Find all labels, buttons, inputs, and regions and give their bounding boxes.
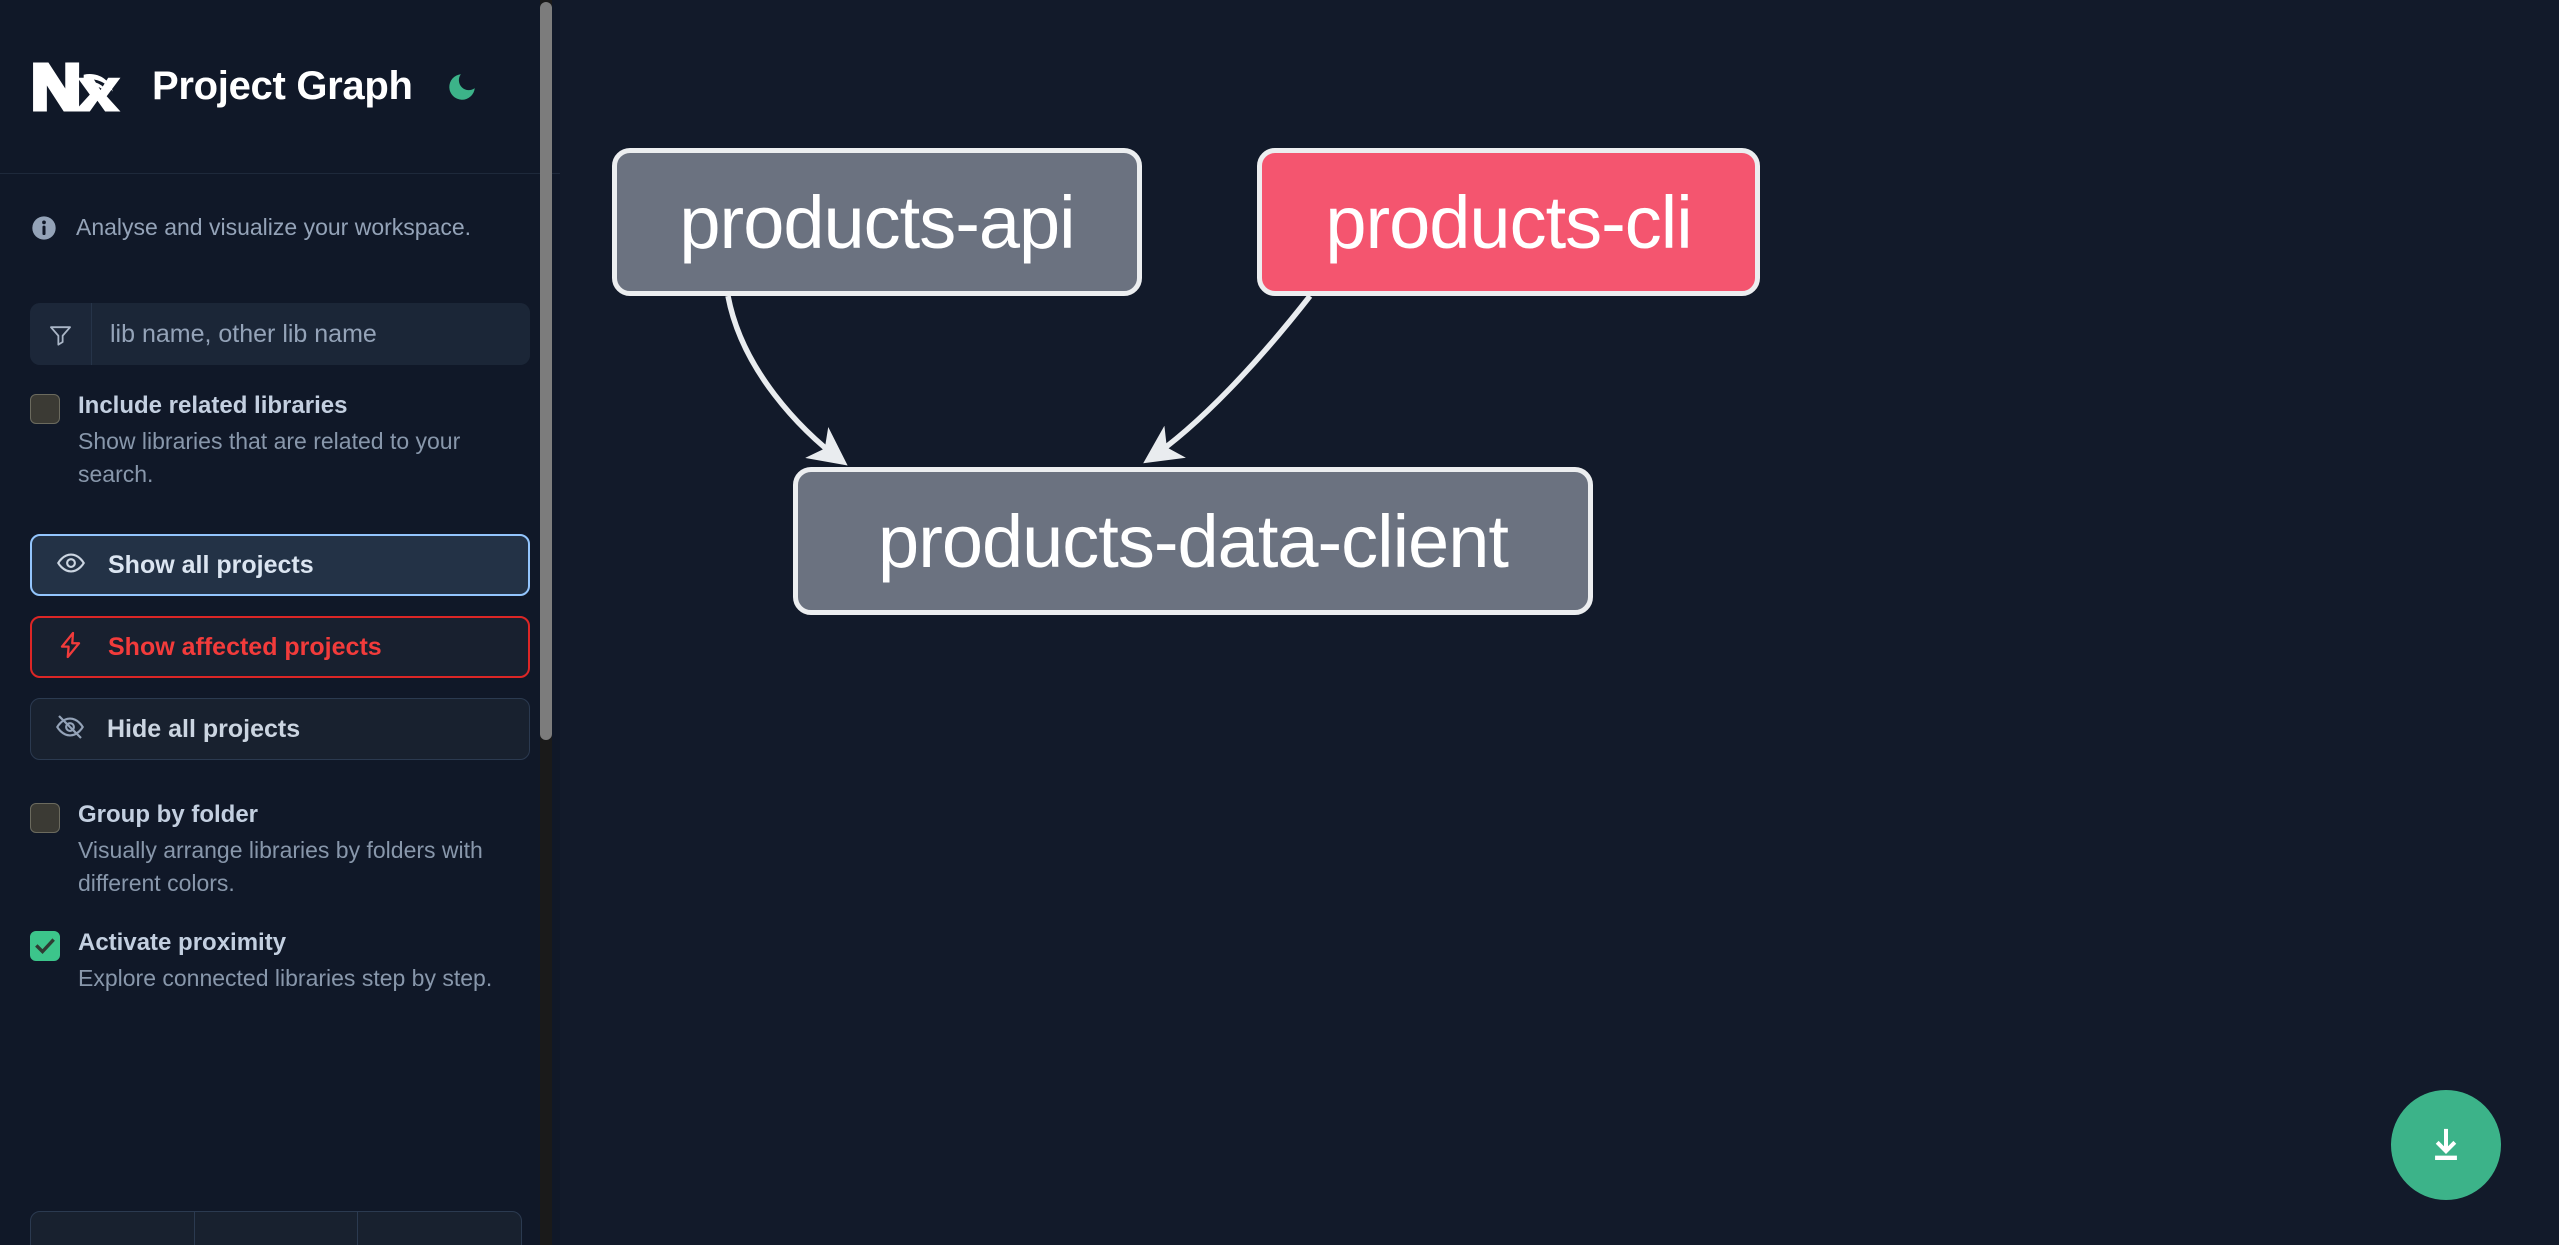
group-by-folder-checkbox[interactable] xyxy=(30,803,60,834)
group-by-folder-description: Visually arrange libraries by folders wi… xyxy=(78,837,483,896)
activate-proximity-label: Activate proximity xyxy=(78,928,287,956)
segment-option[interactable] xyxy=(195,1212,359,1245)
project-graph-canvas[interactable]: products-api products-cli products-data-… xyxy=(560,0,2559,1245)
hide-all-projects-button[interactable]: Hide all projects xyxy=(30,698,530,761)
proximity-step-segmented-control[interactable] xyxy=(30,1211,522,1245)
search-input[interactable] xyxy=(92,303,530,365)
graph-edges xyxy=(725,294,1313,466)
workspace-blurb: Analyse and visualize your workspace. xyxy=(0,174,560,247)
sidebar-scrollbar-thumb[interactable] xyxy=(540,2,552,740)
graph-node-products-cli[interactable]: products-cli xyxy=(1257,148,1760,296)
graph-node-products-api[interactable]: products-api xyxy=(612,148,1142,296)
filter-funnel-icon xyxy=(30,303,92,365)
graph-node-label: products-api xyxy=(679,180,1075,264)
graph-node-label: products-data-client xyxy=(878,499,1509,583)
include-related-libraries-label: Include related libraries xyxy=(78,392,348,419)
show-all-projects-label: Show all projects xyxy=(108,550,314,579)
eye-icon xyxy=(56,548,86,583)
project-visibility-buttons: Show all projects Show affected projects xyxy=(0,534,560,761)
activate-proximity-description: Explore connected libraries step by step… xyxy=(78,964,493,991)
hide-all-projects-label: Hide all projects xyxy=(107,714,301,743)
show-affected-projects-label: Show affected projects xyxy=(108,632,382,661)
show-affected-projects-button[interactable]: Show affected projects xyxy=(30,616,530,679)
edge-products-api-to-data-client xyxy=(725,295,848,466)
edge-products-cli-to-data-client xyxy=(1143,294,1313,464)
sidebar: Project Graph Analyse and visualize yo xyxy=(0,0,560,1245)
segment-option[interactable] xyxy=(31,1212,195,1245)
group-by-folder-label: Group by folder xyxy=(78,801,258,829)
search-box[interactable] xyxy=(30,303,530,365)
moon-icon[interactable] xyxy=(441,66,483,108)
activate-proximity-checkbox[interactable] xyxy=(30,930,60,961)
checkbox-row-group-by-folder[interactable]: Group by folder Visually arrange librari… xyxy=(0,800,560,899)
workspace-blurb-text: Analyse and visualize your workspace. xyxy=(76,214,472,240)
graph-node-label: products-cli xyxy=(1325,180,1692,264)
sidebar-header: Project Graph xyxy=(0,0,560,174)
lightning-bolt-icon xyxy=(56,630,86,665)
download-image-button[interactable] xyxy=(2391,1090,2501,1200)
checkbox-row-activate-proximity[interactable]: Activate proximity Explore connected lib… xyxy=(0,928,560,995)
segment-option[interactable] xyxy=(358,1212,521,1245)
include-related-libraries-checkbox[interactable] xyxy=(30,394,60,424)
page-title: Project Graph xyxy=(152,64,413,108)
show-all-projects-button[interactable]: Show all projects xyxy=(30,534,530,597)
nx-logo-icon xyxy=(30,56,122,118)
include-related-libraries-description: Show libraries that are related to your … xyxy=(78,428,461,487)
checkbox-row-include-related-libraries[interactable]: Include related libraries Show libraries… xyxy=(0,391,560,490)
graph-node-products-data-client[interactable]: products-data-client xyxy=(793,467,1593,615)
info-circle-icon xyxy=(30,214,58,247)
eye-slash-icon xyxy=(55,712,85,747)
